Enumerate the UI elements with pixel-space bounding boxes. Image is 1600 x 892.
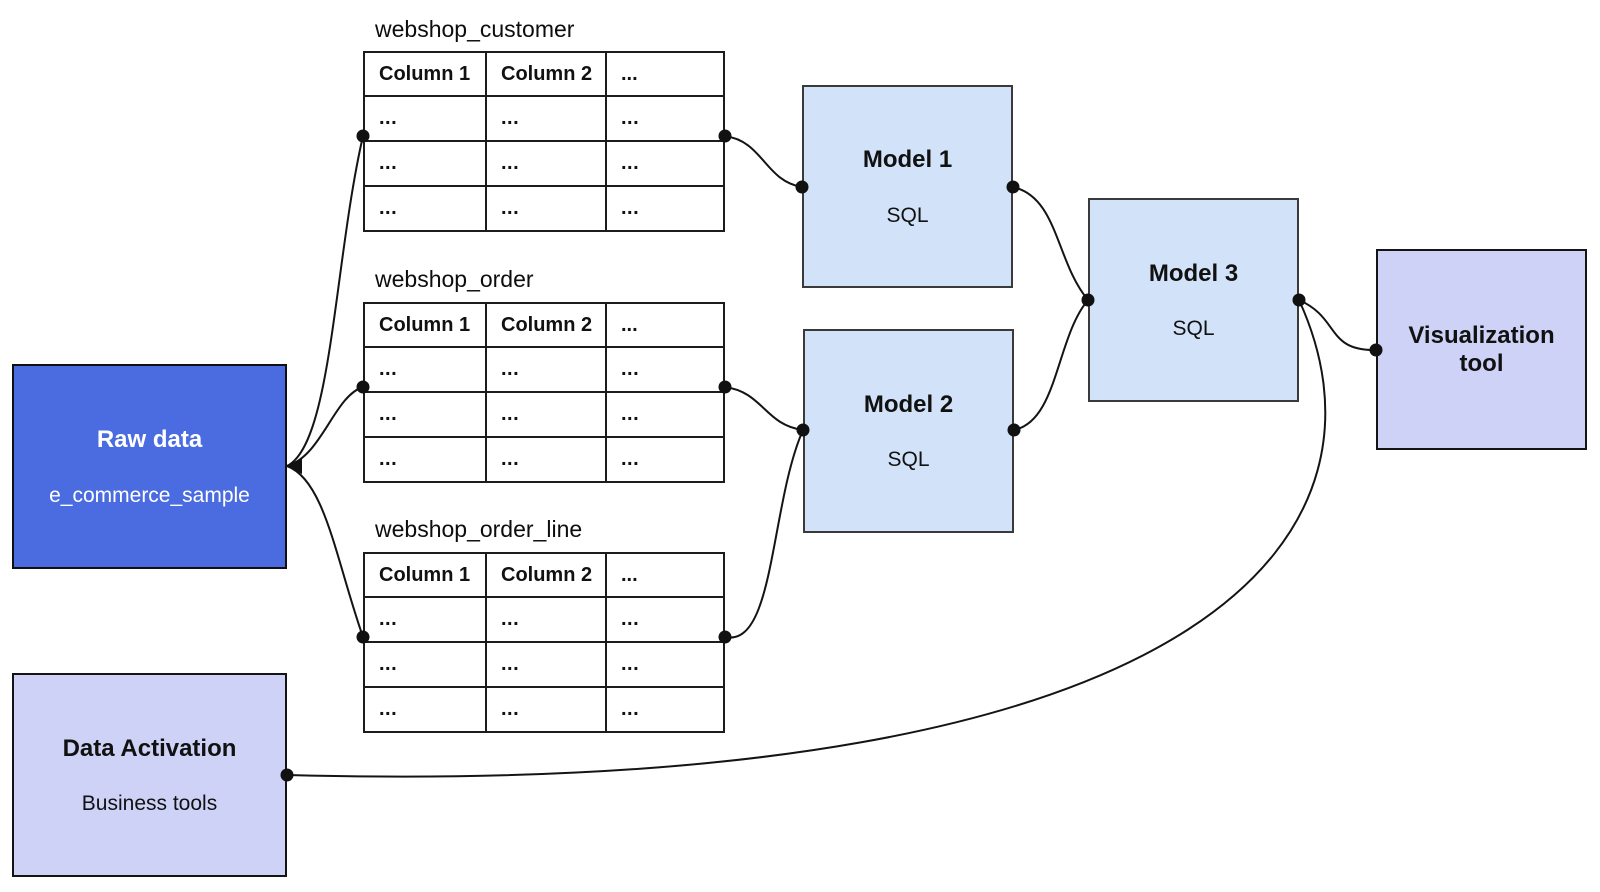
data-activation-subtitle: Business tools — [81, 792, 218, 816]
raw-data-title: Raw data — [96, 426, 203, 454]
edge-webshop-customer-model1 — [724, 135, 803, 188]
table-cell: ... — [365, 643, 487, 686]
table-row: ... ... ... — [365, 142, 723, 187]
data-activation-node: Data Activation Business tools — [12, 673, 287, 877]
table-header-row: Column 1 Column 2 ... — [365, 53, 723, 97]
edge-model1-model3 — [1012, 186, 1089, 301]
table-cell: ... — [365, 97, 487, 140]
table-row: ... ... ... — [365, 688, 723, 731]
table-cell: ... — [487, 142, 607, 185]
table-cell: ... — [487, 97, 607, 140]
table-row: ... ... ... — [365, 97, 723, 142]
table-cell: ... — [487, 438, 607, 481]
table-header-row: Column 1 Column 2 ... — [365, 304, 723, 348]
table-header-row: Column 1 Column 2 ... — [365, 554, 723, 598]
edge-rawdata-webshop-customer — [286, 135, 364, 467]
edge-model2-model3 — [1013, 299, 1089, 431]
table-cell: ... — [621, 653, 640, 675]
model-3-subtitle: SQL — [1172, 317, 1215, 341]
table-webshop-order-line: Column 1 Column 2 ... ... ... ... ... ..… — [363, 552, 725, 733]
table-cell: ... — [487, 348, 607, 391]
column-header: ... — [621, 563, 638, 586]
table-row: ... ... ... — [365, 438, 723, 481]
model-1-subtitle: SQL — [886, 203, 929, 227]
column-header: Column 2 — [487, 53, 607, 95]
model-3-title: Model 3 — [1148, 259, 1239, 287]
table-cell: ... — [365, 688, 487, 731]
table-row: ... ... ... — [365, 393, 723, 438]
table-row: ... ... ... — [365, 187, 723, 230]
table-row: ... ... ... — [365, 348, 723, 393]
table-row: ... ... ... — [365, 598, 723, 643]
column-header: Column 2 — [487, 554, 607, 596]
table-cell: ... — [365, 598, 487, 641]
table-row: ... ... ... — [365, 643, 723, 688]
column-header: ... — [621, 313, 638, 336]
model-3-node: Model 3 SQL — [1088, 198, 1299, 402]
raw-data-node: Raw data e_commerce_sample — [12, 364, 287, 569]
raw-data-subtitle: e_commerce_sample — [49, 483, 250, 507]
edge-webshop-order-model2 — [724, 386, 804, 431]
model-2-title: Model 2 — [863, 390, 954, 418]
table-cell: ... — [621, 358, 640, 380]
model-2-subtitle: SQL — [887, 448, 930, 472]
edge-model3-visualization — [1298, 299, 1377, 352]
visualization-tool-node: Visualization tool — [1376, 249, 1587, 450]
table-cell: ... — [487, 688, 607, 731]
table-cell: ... — [621, 197, 640, 219]
column-header: Column 2 — [487, 304, 607, 346]
visualization-tool-title: Visualization tool — [1408, 321, 1555, 377]
table-cell: ... — [621, 107, 640, 129]
table-cell: ... — [621, 448, 640, 470]
table-title-webshop-customer: webshop_customer — [375, 16, 575, 42]
data-activation-title: Data Activation — [62, 734, 237, 762]
table-cell: ... — [365, 393, 487, 436]
table-cell: ... — [365, 142, 487, 185]
table-cell: ... — [487, 187, 607, 230]
column-header: Column 1 — [365, 554, 487, 596]
edge-rawdata-webshop-order — [286, 386, 364, 467]
table-cell: ... — [621, 403, 640, 425]
table-cell: ... — [487, 598, 607, 641]
edge-rawdata-webshop-order-line — [286, 465, 364, 638]
column-header: Column 1 — [365, 304, 487, 346]
raw-data-arrowhead — [286, 458, 302, 474]
table-cell: ... — [365, 348, 487, 391]
table-webshop-order: Column 1 Column 2 ... ... ... ... ... ..… — [363, 302, 725, 483]
table-cell: ... — [365, 438, 487, 481]
model-2-node: Model 2 SQL — [803, 329, 1014, 533]
table-title-webshop-order: webshop_order — [375, 266, 534, 292]
table-cell: ... — [365, 187, 487, 230]
table-cell: ... — [621, 698, 640, 720]
table-cell: ... — [487, 393, 607, 436]
table-webshop-customer: Column 1 Column 2 ... ... ... ... ... ..… — [363, 51, 725, 232]
table-cell: ... — [621, 608, 640, 630]
edge-webshop-order-line-model2 — [724, 429, 804, 639]
column-header: ... — [621, 62, 638, 85]
table-title-webshop-order-line: webshop_order_line — [375, 516, 583, 542]
model-1-node: Model 1 SQL — [802, 85, 1013, 288]
table-cell: ... — [621, 152, 640, 174]
column-header: Column 1 — [365, 53, 487, 95]
table-cell: ... — [487, 643, 607, 686]
model-1-title: Model 1 — [862, 146, 953, 174]
